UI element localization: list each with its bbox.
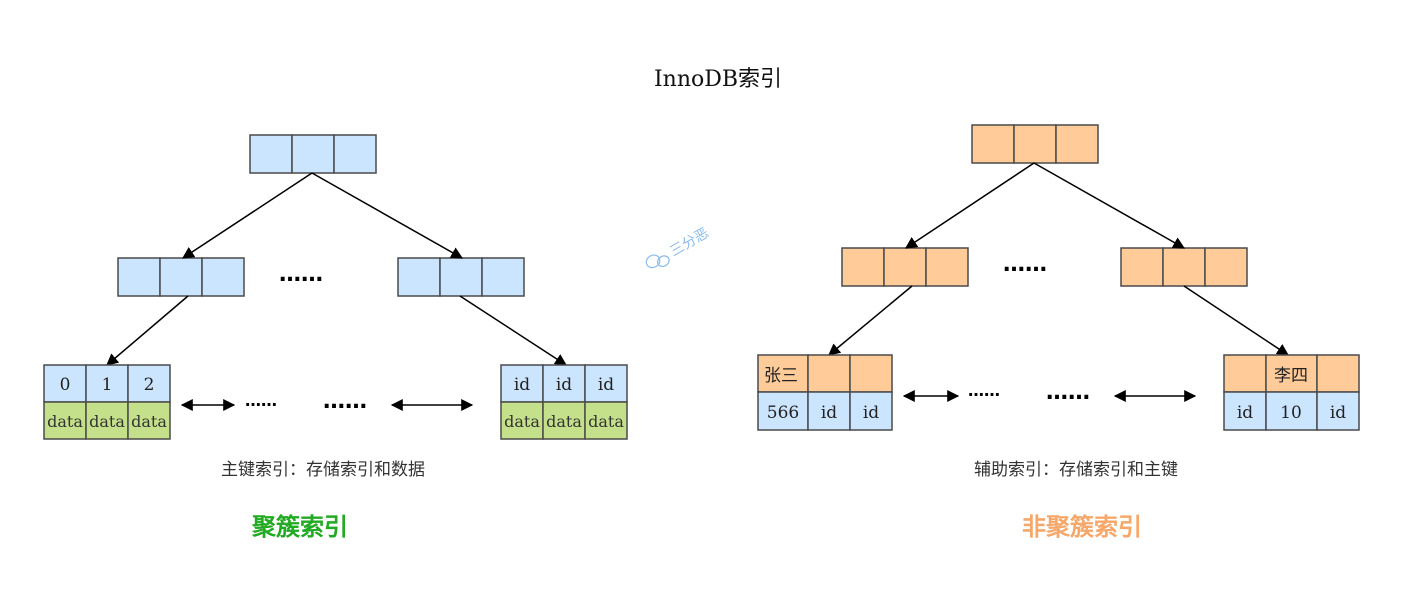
clustered-edge-root-right (311, 172, 464, 259)
leaf-value: 10 (1280, 403, 1302, 423)
leaf-key: 1 (102, 375, 113, 395)
clustered-label: 聚簇索引 (251, 513, 348, 541)
leaf-value: id (1237, 403, 1253, 423)
clustered-level2-ellipsis: …… (279, 262, 323, 287)
secondary-caption: 辅助索引：存储索引和主键 (974, 460, 1178, 480)
clustered-leaf-ellipsis-2: …… (323, 389, 367, 414)
secondary-edge-to-leaf-right (1183, 285, 1289, 356)
leaf-data: data (504, 412, 540, 431)
leaf-value: id (1330, 403, 1346, 423)
secondary-level2-ellipsis: …… (1003, 252, 1047, 277)
leaf-key: id (556, 375, 572, 395)
watermark-text: 三分恶 (667, 225, 711, 260)
leaf-data: data (546, 412, 582, 431)
leaf-value: 566 (767, 403, 799, 423)
secondary-root-node (971, 124, 1099, 164)
clustered-root-node (249, 134, 377, 174)
clustered-internal-node-right (397, 257, 525, 297)
secondary-edge-root-right (1033, 162, 1186, 249)
leaf-key: 张三 (764, 366, 798, 386)
watermark: 三分恶 (645, 225, 712, 269)
clustered-caption: 主键索引：存储索引和数据 (221, 460, 425, 480)
wechat-icon (645, 254, 670, 269)
secondary-leaf-node-right: 李四 id 10 id (1223, 354, 1360, 431)
secondary-leaf-node-left: 张三 566 id id (757, 354, 893, 431)
clustered-leaf-ellipsis-1: …… (245, 391, 277, 410)
clustered-internal-node-left (117, 257, 245, 297)
leaf-key: 2 (144, 375, 155, 395)
secondary-label: 非聚簇索引 (1022, 513, 1142, 541)
leaf-data: data (588, 412, 624, 431)
secondary-leaf-ellipsis-1: …… (968, 381, 1000, 400)
leaf-value: id (821, 403, 837, 423)
leaf-value: id (863, 403, 879, 423)
secondary-edge-to-leaf-left (828, 285, 913, 356)
leaf-key: 0 (60, 375, 71, 395)
clustered-leaf-node-right: id id id data data data (500, 364, 628, 440)
clustered-edge-root-left (181, 172, 313, 259)
secondary-internal-node-right (1120, 247, 1248, 287)
secondary-index-tree: …… 张三 566 id id 李四 id (757, 124, 1360, 541)
secondary-edge-root-left (905, 162, 1035, 249)
clustered-index-tree: …… 0 1 2 data data data (43, 134, 628, 541)
clustered-edge-to-leaf-left (106, 295, 189, 366)
leaf-data: data (47, 412, 83, 431)
leaf-data: data (89, 412, 125, 431)
diagram-title: InnoDB索引 (654, 67, 782, 92)
clustered-edge-to-leaf-right (459, 295, 568, 366)
leaf-key: id (598, 375, 614, 395)
leaf-data: data (131, 412, 167, 431)
secondary-internal-node-left (841, 247, 969, 287)
leaf-key: 李四 (1274, 366, 1308, 386)
clustered-leaf-node-left: 0 1 2 data data data (43, 364, 171, 440)
leaf-key: id (514, 375, 530, 395)
secondary-leaf-ellipsis-2: …… (1046, 380, 1090, 405)
